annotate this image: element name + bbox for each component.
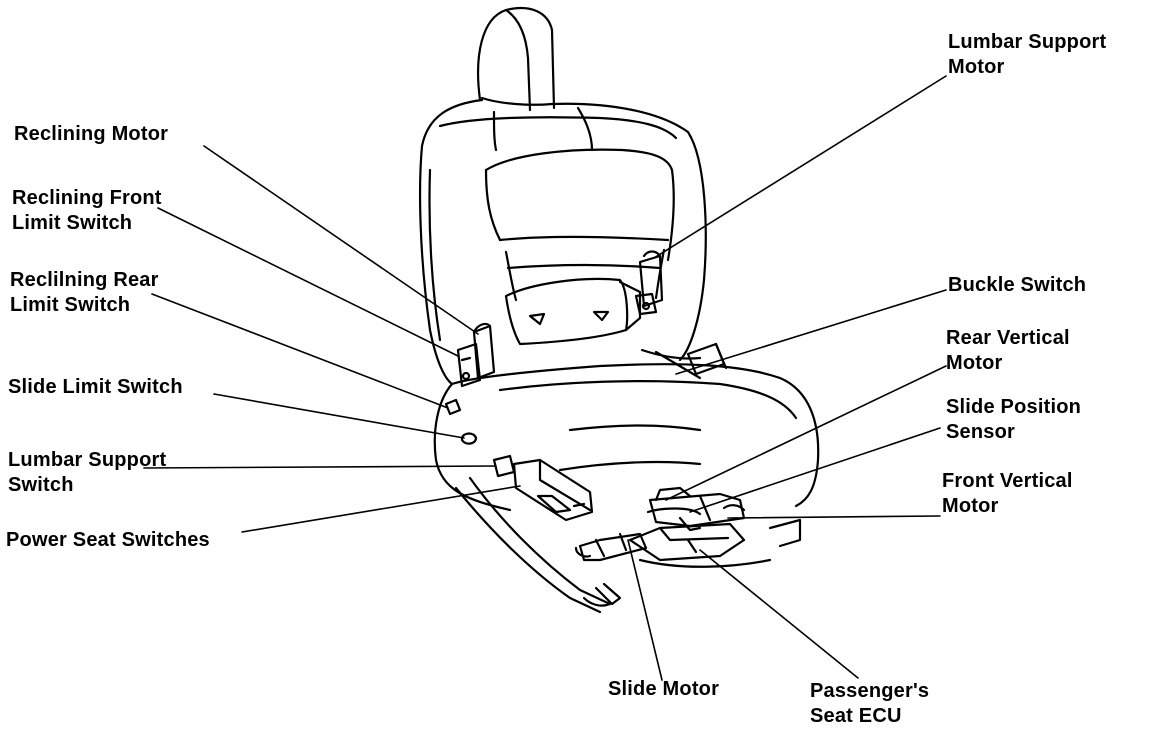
label-line: Reclining Front [12,187,162,209]
label-line: Limit Switch [12,212,133,234]
label-lumbar-support-switch: Lumbar Support Switch [8,448,166,498]
label-passengers-seat-ecu: Passenger's Seat ECU [810,679,929,729]
label-reclining-motor: Reclining Motor [14,122,168,147]
label-line: Seat ECU [810,705,902,727]
label-slide-motor: Slide Motor [608,677,719,702]
label-line: Sensor [946,421,1016,443]
label-reclining-front-limit-switch: Reclining Front Limit Switch [12,186,162,236]
label-line: Limit Switch [10,294,131,316]
label-reclining-rear-limit-switch: Reclilning Rear Limit Switch [10,268,159,318]
label-line: Reclilning Rear [10,269,159,291]
label-rear-vertical-motor: Rear Vertical Motor [946,326,1070,376]
limit-switch-parts [444,398,478,445]
label-line: Rear Vertical [946,327,1070,349]
lumbar-support-module [504,277,642,346]
label-lumbar-support-motor: Lumbar Support Motor [948,30,1106,80]
label-line: Motor [942,495,999,517]
label-line: Lumbar Support [948,31,1107,53]
label-line: Motor [946,352,1003,374]
headrest [477,6,556,112]
label-power-seat-switches: Power Seat Switches [6,528,210,553]
label-front-vertical-motor: Front Vertical Motor [942,469,1073,519]
label-line: Switch [8,474,74,496]
label-line: Buckle Switch [948,274,1087,296]
label-slide-position-sensor: Slide Position Sensor [946,395,1081,445]
label-line: Slide Motor [608,678,720,700]
label-line: Lumbar Support [8,449,167,471]
seat-track [454,476,802,614]
label-line: Power Seat Switches [6,529,210,551]
leader-lines [143,75,947,681]
label-buckle-switch: Buckle Switch [948,273,1086,298]
label-line: Motor [948,56,1005,78]
label-line: Reclining Motor [14,123,169,145]
label-line: Slide Limit Switch [8,376,183,398]
label-slide-limit-switch: Slide Limit Switch [8,375,183,400]
label-line: Slide Position [946,396,1082,418]
seat-switch-parts [492,454,594,522]
reclining-motor-part [456,322,496,388]
label-line: Passenger's [810,680,930,702]
seat-back [418,98,707,386]
label-line: Front Vertical [942,470,1073,492]
seat-cushion [433,342,820,512]
